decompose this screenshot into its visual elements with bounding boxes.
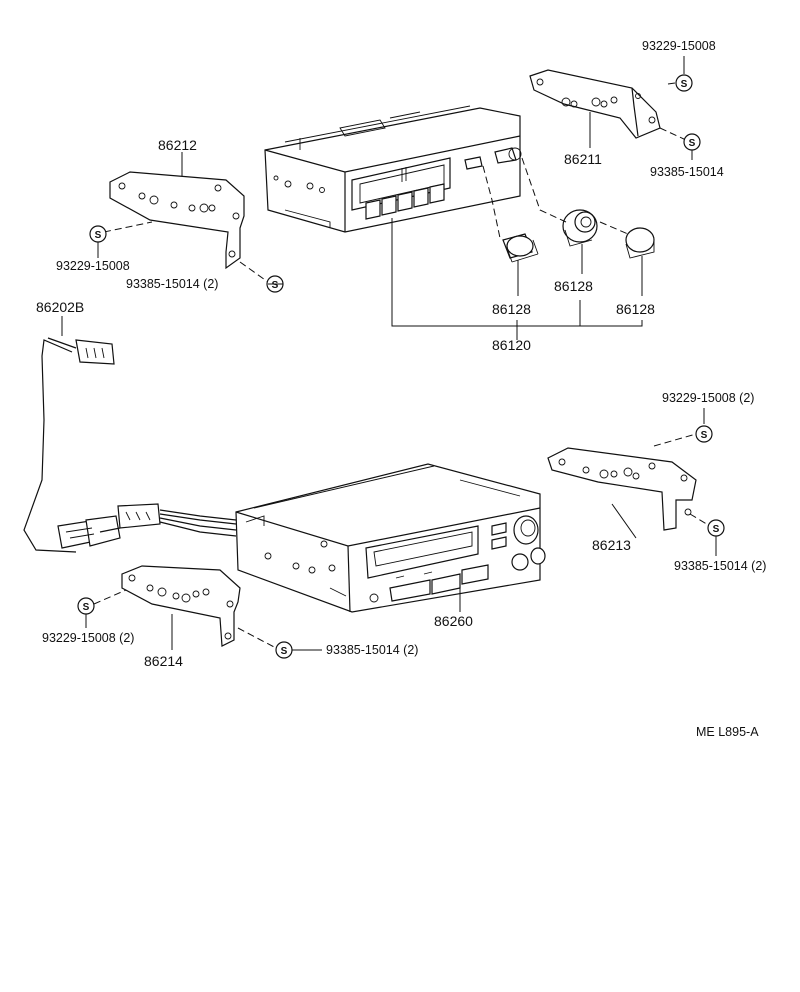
screw-icon bbox=[707, 519, 725, 537]
label-86128-right: 86128 bbox=[616, 301, 655, 317]
label-screw-93385-top-right: 93385-15014 bbox=[650, 165, 724, 179]
label-86128-center: 86128 bbox=[554, 278, 593, 294]
svg-text:S: S bbox=[681, 79, 688, 90]
screw-icon bbox=[683, 133, 701, 151]
label-86214: 86214 bbox=[144, 653, 183, 669]
svg-text:S: S bbox=[95, 230, 102, 241]
bracket-86211 bbox=[529, 69, 661, 139]
label-screw-93229-bottom-left: 93229-15008 (2) bbox=[42, 631, 134, 645]
svg-text:S: S bbox=[689, 138, 696, 149]
screw-icon bbox=[77, 597, 95, 615]
svg-text:S: S bbox=[713, 524, 720, 535]
screw-icon bbox=[695, 425, 713, 443]
label-86211: 86211 bbox=[564, 151, 602, 167]
label-screw-93229-mid-right: 93229-15008 (2) bbox=[662, 391, 754, 405]
label-86212: 86212 bbox=[158, 137, 197, 153]
label-screw-93385-mid-right: 93385-15014 (2) bbox=[674, 559, 766, 573]
label-screw-93229-top-right: 93229-15008 bbox=[642, 39, 716, 53]
cassette-unit-86260 bbox=[235, 463, 546, 613]
screw-icon bbox=[89, 225, 107, 243]
svg-text:S: S bbox=[281, 646, 288, 657]
label-86213: 86213 bbox=[592, 537, 631, 553]
label-86128-left: 86128 bbox=[492, 301, 531, 317]
knob-86128-right bbox=[625, 227, 655, 259]
bracket-86213 bbox=[547, 447, 697, 531]
radio-unit-86120 bbox=[264, 105, 522, 233]
label-screw-93229-left: 93229-15008 bbox=[56, 259, 130, 273]
bracket-86212 bbox=[109, 171, 245, 270]
diagram-code: ME L895-A bbox=[696, 725, 759, 739]
svg-text:S: S bbox=[272, 280, 279, 291]
label-screw-93385-bottom-left: 93385-15014 (2) bbox=[326, 643, 418, 657]
svg-text:S: S bbox=[83, 602, 90, 613]
screw-group: S S S S S S S S bbox=[77, 56, 725, 659]
screw-icon bbox=[675, 74, 693, 92]
label-86202b: 86202B bbox=[36, 299, 84, 315]
knob-86128-center bbox=[562, 209, 598, 247]
label-screw-93385-left: 93385-15014 (2) bbox=[126, 277, 218, 291]
knob-86128-left bbox=[502, 233, 539, 263]
wire-harness-86202b bbox=[23, 337, 237, 553]
svg-text:S: S bbox=[701, 430, 708, 441]
label-86120: 86120 bbox=[492, 337, 531, 353]
bracket-86214 bbox=[121, 565, 241, 647]
label-86260: 86260 bbox=[434, 613, 473, 629]
